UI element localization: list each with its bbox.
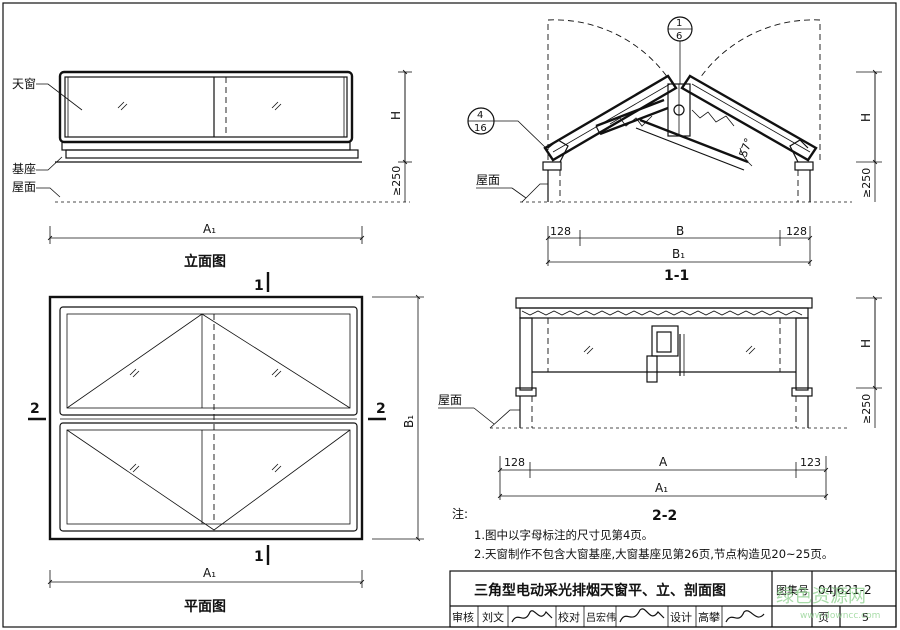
plan-cut-1-top: 1 xyxy=(254,278,264,294)
section-2-dim-base-height: ≥250 xyxy=(860,394,873,424)
atlas-no-label: 图集号 xyxy=(776,583,809,597)
elevation-title: 立面图 xyxy=(184,253,226,270)
plan-cut-1-bottom: 1 xyxy=(254,549,264,565)
section-2-dim-overall: A₁ xyxy=(655,481,668,495)
review-label: 审核 xyxy=(452,610,474,624)
section-2-label-roof: 屋面 xyxy=(438,393,462,407)
elevation-dim-height: H xyxy=(389,111,403,120)
note-2: 2.天窗制作不包含大窗基座,大窗基座见第26页,节点构造见20~25页。 xyxy=(474,547,833,561)
section-1-callout-1-top: 1 xyxy=(676,18,682,29)
section-1-view: 57° 屋面 1 6 4 16 128 B 128 B₁ xyxy=(467,16,882,284)
design-label: 设计 xyxy=(670,611,692,624)
section-1-callout-2-top: 4 xyxy=(477,110,483,121)
elevation-label-roof: 屋面 xyxy=(12,180,36,194)
section-2-title: 2-2 xyxy=(652,508,677,524)
section-2-dim-edge-right: 123 xyxy=(800,456,821,469)
watermark-url: www.downcc.com xyxy=(800,611,880,621)
elevation-label-base: 基座 xyxy=(12,161,36,176)
section-2-dim-height: H xyxy=(859,339,873,348)
section-2-dim-middle: A xyxy=(659,455,668,469)
notes-heading: 注: xyxy=(452,506,468,521)
watermark-text: 绿色资源网 xyxy=(776,586,866,607)
plan-cut-2-left: 2 xyxy=(30,401,40,417)
checker-name: 吕宏伟 xyxy=(586,611,616,624)
section-1-dim-middle: B xyxy=(676,224,684,238)
note-1: 1.图中以字母标注的尺寸见第4页。 xyxy=(474,528,653,542)
designer-name: 高攀 xyxy=(698,610,720,624)
elevation-dim-width: A₁ xyxy=(203,222,216,236)
section-1-dim-overall: B₁ xyxy=(672,247,685,261)
section-1-dim-edge-right: 128 xyxy=(786,225,807,238)
plan-dim-width: A₁ xyxy=(203,566,216,580)
plan-view: 1 1 2 2 A₁ B₁ 平面图 xyxy=(28,272,424,615)
section-1-callout-1-bottom: 6 xyxy=(676,31,682,42)
section-1-dim-base-height: ≥250 xyxy=(860,168,873,198)
reviewer-name: 刘文 xyxy=(482,610,504,624)
atlas-no: 04J621-2 xyxy=(818,583,872,597)
reviewer-signature xyxy=(511,610,553,623)
elevation-label-skylight: 天窗 xyxy=(12,77,36,91)
section-2-dim-edge-left: 128 xyxy=(504,456,525,469)
section-1-title: 1-1 xyxy=(664,268,689,284)
title-block: 三角型电动采光排烟天窗平、立、剖面图 图集号 04J621-2 审核 刘文 校对… xyxy=(449,570,897,628)
page-no: 5 xyxy=(862,611,869,624)
plan-title: 平面图 xyxy=(184,599,226,615)
checker-signature xyxy=(619,608,665,623)
drawing-title: 三角型电动采光排烟天窗平、立、剖面图 xyxy=(474,582,726,599)
watermark: 绿色资源网 www.downcc.com xyxy=(776,586,880,621)
section-1-angle: 57° xyxy=(737,136,756,159)
section-1-callout-2-bottom: 16 xyxy=(474,123,487,134)
elevation-dim-base-height: ≥250 xyxy=(390,166,403,196)
section-2-view: 屋面 128 A 123 A₁ H ≥250 2-2 xyxy=(438,295,882,524)
section-1-dim-edge-left: 128 xyxy=(550,225,571,238)
section-1-dim-height: H xyxy=(859,113,873,122)
designer-signature xyxy=(725,610,765,623)
notes: 注: 1.图中以字母标注的尺寸见第4页。 2.天窗制作不包含大窗基座,大窗基座见… xyxy=(452,506,833,561)
elevation-view: 天窗 基座 屋面 A₁ H ≥250 立面图 xyxy=(12,69,412,270)
check-label: 校对 xyxy=(558,610,580,624)
page-label: 页 xyxy=(818,611,829,624)
section-1-label-roof: 屋面 xyxy=(476,173,500,187)
plan-dim-depth: B₁ xyxy=(402,415,416,428)
plan-cut-2-right: 2 xyxy=(376,401,386,417)
